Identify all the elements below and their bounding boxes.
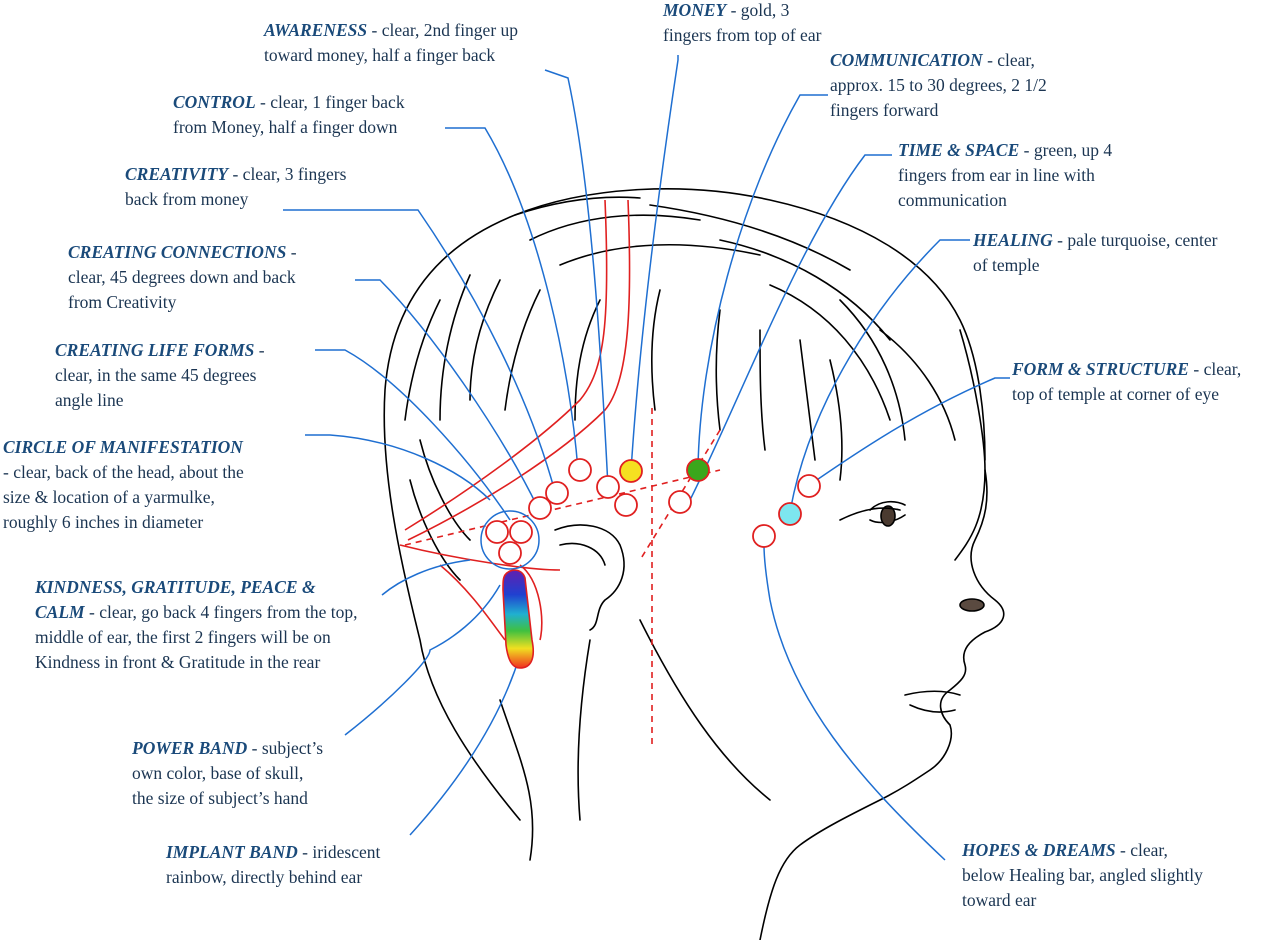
label-healing: HEALING - pale turquoise, center of temp… [973, 230, 1218, 275]
time-space-leader [689, 154, 892, 501]
circle-manifestation-ring [480, 510, 540, 570]
hopes-dreams-leader [763, 544, 946, 861]
form-structure-leader [807, 377, 1010, 487]
label-time-space: TIME & SPACE - green, up 4 fingers from … [898, 140, 1113, 210]
label-money: MONEY - gold, 3 fingers from top of ear [663, 0, 822, 45]
leader-lines [283, 55, 1010, 861]
communication-leader [697, 94, 828, 469]
point-money [619, 459, 643, 483]
red-arc-lines [399, 199, 631, 641]
label-kindness: KINDNESS, GRATITUDE, PEACE & CALM - clea… [35, 577, 358, 672]
label-creativity: CREATIVITY - clear, 3 fingers back from … [125, 164, 347, 209]
power-band-leader [344, 584, 501, 736]
implant-band-leader [409, 654, 521, 836]
point-hopes-dreams [752, 524, 776, 548]
circle-manifestation-leader [305, 434, 491, 501]
point-center-back [614, 493, 638, 517]
label-creating-connections: CREATING CONNECTIONS - clear, 45 degrees… [68, 242, 297, 312]
point-creativity [545, 481, 569, 505]
point-control [568, 458, 592, 482]
point-communication [668, 490, 692, 514]
label-implant-band: IMPLANT BAND - iridescent rainbow, direc… [166, 842, 381, 887]
label-circle-manifestation: CIRCLE OF MANIFESTATION - clear, back of… [3, 437, 244, 532]
point-form-structure [797, 474, 821, 498]
healing-leader [789, 239, 970, 513]
label-creating-life-forms: CREATING LIFE FORMS - clear, in the same… [55, 340, 265, 410]
point-creating-connections [528, 496, 552, 520]
control-leader [445, 127, 579, 471]
point-time-space [686, 458, 710, 482]
label-form-structure: FORM & STRUCTURE - clear, top of temple … [1012, 359, 1242, 404]
kindness-leader [381, 559, 471, 596]
label-awareness: AWARENESS - clear, 2nd finger up toward … [264, 20, 519, 65]
point-kindness-1 [485, 520, 509, 544]
points [485, 458, 821, 565]
label-hopes-dreams: HOPES & DREAMS - clear, below Healing ba… [962, 840, 1203, 910]
awareness-leader [544, 69, 609, 488]
creating-connections-leader [355, 279, 539, 509]
label-communication: COMMUNICATION - clear, approx. 15 to 30 … [830, 50, 1047, 120]
implant-band [502, 569, 535, 669]
creating-life-forms-leader [315, 349, 511, 521]
point-kindness-3 [498, 541, 522, 565]
point-kindness-2 [509, 520, 533, 544]
label-power-band: POWER BAND - subject’s own color, base o… [132, 738, 324, 808]
point-awareness [596, 475, 620, 499]
head-outline [383, 188, 1005, 940]
guide-lines [404, 408, 721, 745]
point-healing [778, 502, 802, 526]
label-control: CONTROL - clear, 1 finger back from Mone… [173, 92, 405, 137]
creativity-leader [283, 209, 556, 493]
money-leader [630, 55, 679, 472]
